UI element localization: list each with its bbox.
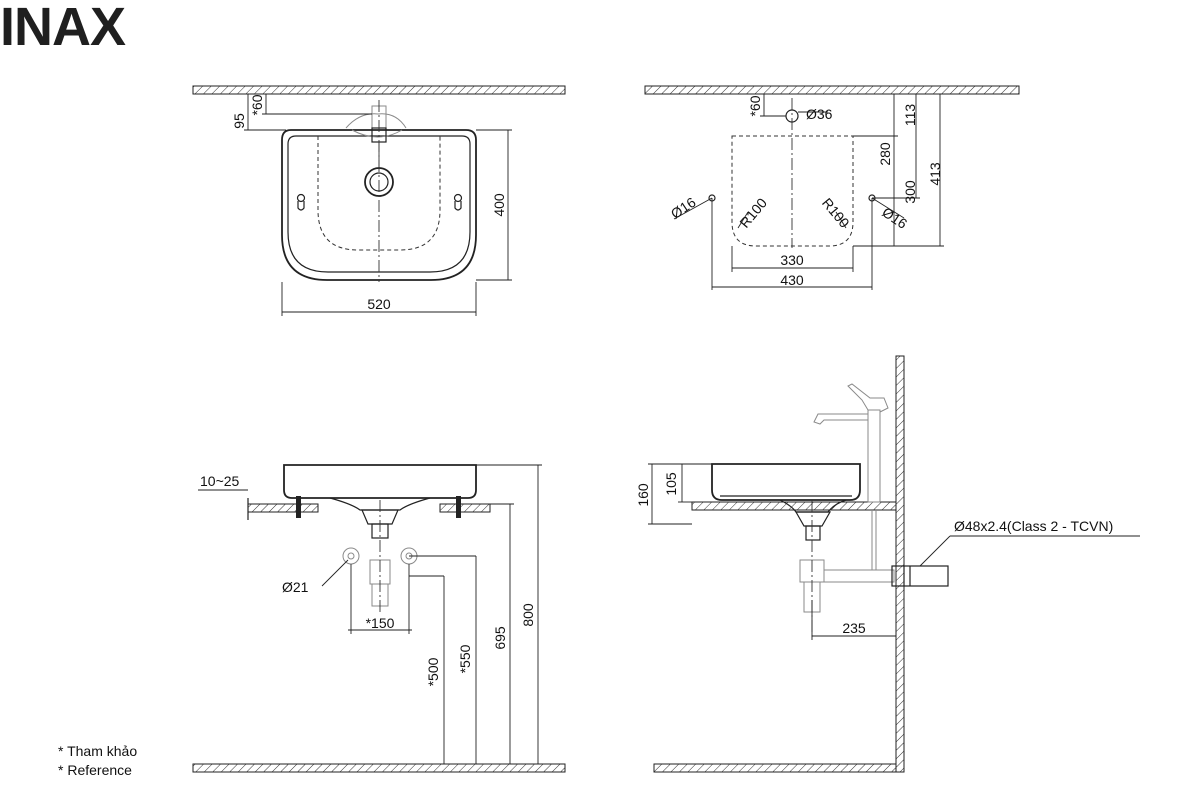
dim-16-right: Ø16	[879, 204, 910, 232]
faucet-side-icon	[813, 383, 889, 570]
dim-105: 105	[663, 472, 679, 496]
notes: * Tham khảo * Reference	[58, 742, 137, 780]
counter-left	[247, 503, 319, 513]
dim-21: Ø21	[282, 579, 309, 595]
dim-430: 430	[780, 272, 804, 288]
pipe-spec: Ø48x2.4(Class 2 - TCVN)	[954, 518, 1113, 534]
faucet-top-icon	[345, 105, 407, 170]
note-vietnamese: * Tham khảo	[58, 743, 138, 759]
top-view-bowl-dashed	[317, 136, 441, 251]
dim-10-25: 10~25	[200, 473, 240, 489]
top-view-wall	[192, 85, 566, 95]
top-view-basin-outline	[281, 129, 477, 281]
dim-300: 300	[902, 180, 918, 204]
mounting-hole-right-icon	[453, 193, 463, 211]
dim-113: 113	[902, 104, 918, 127]
dim-16-left: Ø16	[668, 194, 699, 222]
front-view: 10~25 Ø21 *150 *500 *550 695 800	[192, 464, 566, 773]
side-drain-trap-icon	[794, 500, 895, 640]
side-view-floor	[653, 763, 903, 773]
radius-left: R100	[736, 195, 770, 231]
bolt-right-icon	[456, 496, 461, 518]
side-view-basin	[711, 463, 861, 501]
dim-60-top: *60	[249, 94, 265, 115]
note-english: * Reference	[58, 762, 132, 778]
dim-280: 280	[877, 142, 893, 166]
top-view-basin-rim	[287, 135, 471, 273]
dim-150: *150	[366, 615, 395, 631]
top-view: 95 *60 400 520	[192, 85, 566, 316]
dim-413: 413	[927, 162, 943, 186]
front-view-basin	[283, 464, 477, 499]
side-view-wall	[895, 355, 905, 773]
wall-view-wall	[644, 85, 1020, 95]
dim-550: *550	[457, 644, 473, 673]
front-view-floor	[192, 763, 566, 773]
dim-400: 400	[491, 193, 507, 217]
dim-36: Ø36	[806, 106, 833, 122]
wall-view-outline-dashed	[731, 135, 854, 247]
dim-800: 800	[520, 603, 536, 627]
dim-95: 95	[231, 113, 247, 129]
drain-trap-icon	[361, 500, 399, 612]
dim-520: 520	[367, 296, 391, 312]
dim-235: 235	[842, 620, 866, 636]
radius-right: R100	[819, 195, 853, 231]
dim-695: 695	[492, 626, 508, 650]
wall-view: *60 Ø36 113 280 300 413 Ø16 Ø16 R100 R10…	[644, 85, 1020, 290]
dim-160: 160	[635, 483, 651, 507]
bolt-left-icon	[296, 496, 301, 518]
water-valve-left-icon	[342, 547, 360, 565]
dim-60-wall: *60	[747, 95, 763, 116]
side-view: 160 105 Ø48x2.4(Class 2 - TCVN) 235	[635, 355, 1140, 773]
mounting-hole-left-icon	[296, 193, 306, 211]
counter-right	[439, 503, 491, 513]
dim-500: *500	[425, 657, 441, 686]
inax-logo: INAX	[0, 0, 126, 57]
dim-330: 330	[780, 252, 804, 268]
